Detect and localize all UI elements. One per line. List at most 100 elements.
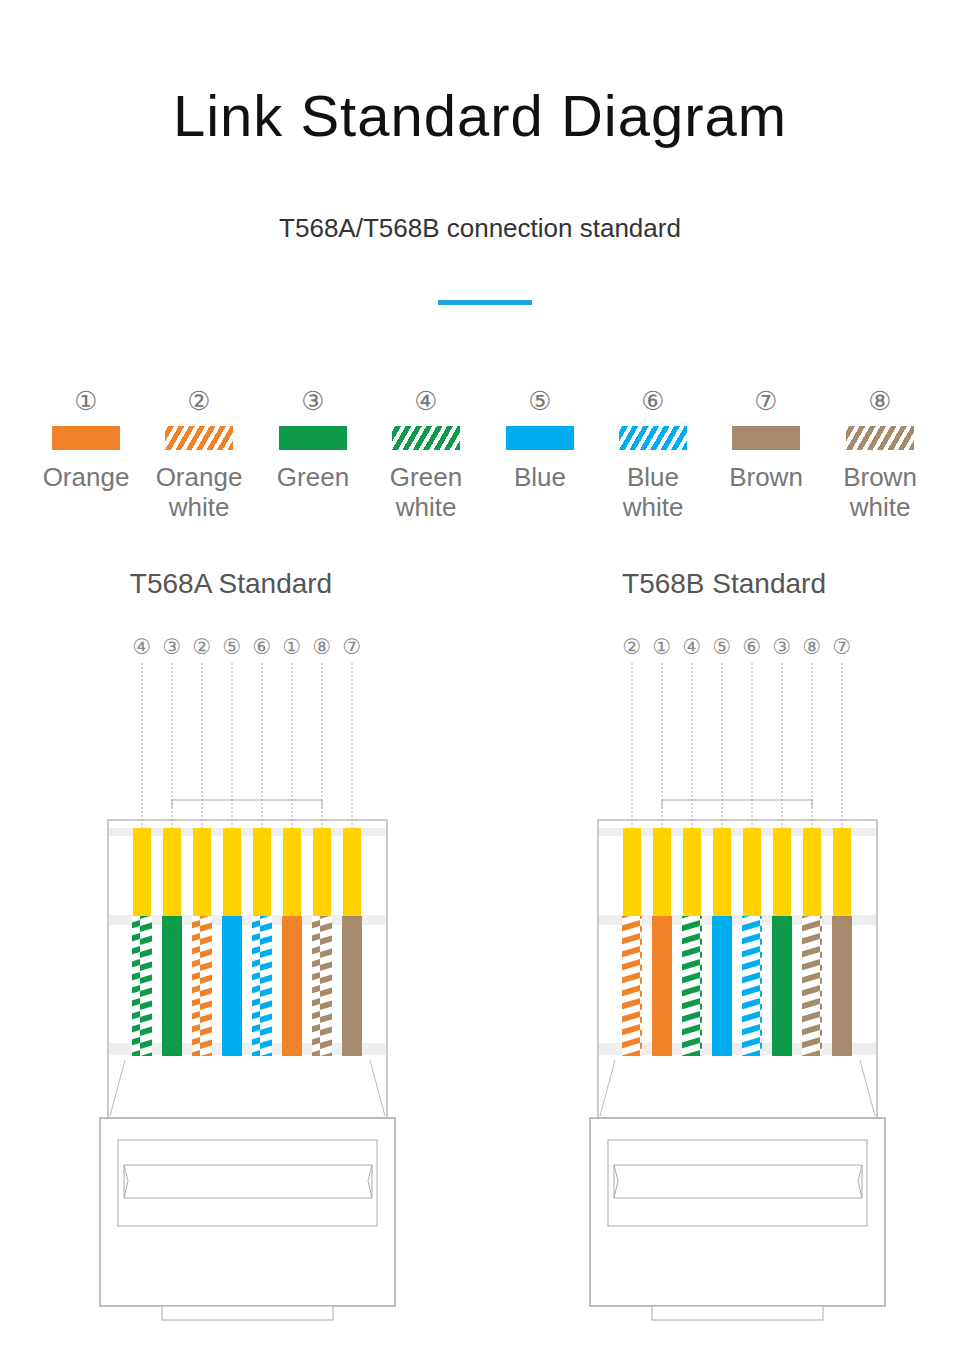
legend-label: Orange <box>31 462 141 492</box>
wire-core <box>682 916 702 1056</box>
gold-pin <box>773 828 791 916</box>
gold-pin <box>223 828 241 916</box>
callout-number: ⑧ <box>313 637 332 658</box>
callout-number: ③ <box>773 637 792 658</box>
color-swatch <box>52 426 120 450</box>
legend-number: ③ <box>301 386 324 416</box>
leader-line <box>292 663 293 828</box>
legend-label: Green <box>258 462 368 492</box>
color-swatch <box>506 426 574 450</box>
legend-label: Orange white <box>144 462 254 522</box>
callout-number: ⑤ <box>223 637 242 658</box>
gold-pin <box>653 828 671 916</box>
gold-pin <box>683 828 701 916</box>
legend-number: ⑥ <box>641 386 664 416</box>
leader-lines <box>142 663 842 828</box>
legend-item: Brown <box>711 426 821 492</box>
leader-line <box>262 663 263 828</box>
color-swatch <box>619 426 687 450</box>
gold-pin <box>133 828 151 916</box>
wire-core <box>622 916 642 1056</box>
legend-item: Brown white <box>825 426 935 522</box>
legend-item: Green white <box>371 426 481 522</box>
legend-number: ⑦ <box>754 386 777 416</box>
legend-number: ① <box>74 386 97 416</box>
leader-line <box>632 663 633 828</box>
callout-number: ④ <box>683 637 702 658</box>
legend-item: Blue <box>485 426 595 492</box>
wire-core <box>162 916 182 1056</box>
wire-core <box>772 916 792 1056</box>
legend-label: Brown <box>711 462 821 492</box>
gold-pin <box>163 828 181 916</box>
wire-core <box>652 916 672 1056</box>
leader-line <box>692 663 693 828</box>
wire-core <box>252 916 272 1056</box>
gold-pin <box>313 828 331 916</box>
legend-number: ② <box>187 386 210 416</box>
callout-number: ② <box>193 637 212 658</box>
color-swatch <box>732 426 800 450</box>
callout-number: ⑦ <box>833 637 852 658</box>
wire-core <box>832 916 852 1056</box>
page-title: Link Standard Diagram <box>0 82 960 149</box>
color-swatch <box>279 426 347 450</box>
gold-pin <box>743 828 761 916</box>
subtitle: T568A/T568B connection standard <box>279 213 681 244</box>
leader-line <box>782 663 783 828</box>
callout-number: ② <box>623 637 642 658</box>
standard-heading: T568B Standard <box>569 568 879 600</box>
gold-pin <box>803 828 821 916</box>
color-swatch <box>392 426 460 450</box>
callout-number: ④ <box>133 637 152 658</box>
legend-number: ⑧ <box>868 386 891 416</box>
legend-item: Green <box>258 426 368 492</box>
gold-pin <box>713 828 731 916</box>
wire-core <box>342 916 362 1056</box>
leader-line <box>202 663 203 828</box>
legend-label: Blue <box>485 462 595 492</box>
legend-label: Brown white <box>825 462 935 522</box>
legend-item: Orange <box>31 426 141 492</box>
legend-number: ⑤ <box>528 386 551 416</box>
leader-line <box>322 663 323 828</box>
leader-line <box>142 663 143 828</box>
leader-line <box>722 663 723 828</box>
callout-number: ⑥ <box>743 637 762 658</box>
callout-number: ⑤ <box>713 637 732 658</box>
wire-core <box>742 916 762 1056</box>
wire-core <box>132 916 152 1056</box>
gold-pin <box>193 828 211 916</box>
gold-pin <box>623 828 641 916</box>
wire-core <box>222 916 242 1056</box>
legend-label: Green white <box>371 462 481 522</box>
rj45-connector <box>100 800 395 1320</box>
leader-line <box>662 663 663 828</box>
legend-item: Orange white <box>144 426 254 522</box>
leader-line <box>812 663 813 828</box>
accent-bar <box>438 300 532 305</box>
callout-number: ③ <box>163 637 182 658</box>
gold-pin <box>343 828 361 916</box>
callout-number: ① <box>653 637 672 658</box>
gold-pin <box>283 828 301 916</box>
callout-number: ① <box>283 637 302 658</box>
wire-core <box>712 916 732 1056</box>
connector-standard: T568B Standard <box>569 568 879 600</box>
rj45-connector <box>590 800 885 1320</box>
color-swatch <box>165 426 233 450</box>
connector-standard: T568A Standard <box>76 568 386 600</box>
callout-number: ⑥ <box>253 637 272 658</box>
wire-core <box>312 916 332 1056</box>
callout-number: ⑧ <box>803 637 822 658</box>
leader-line <box>752 663 753 828</box>
leader-line <box>232 663 233 828</box>
wire-core <box>192 916 212 1056</box>
standard-heading: T568A Standard <box>76 568 386 600</box>
callout-number: ⑦ <box>343 637 362 658</box>
legend-label: Blue white <box>598 462 708 522</box>
wire-core <box>282 916 302 1056</box>
legend-number: ④ <box>414 386 437 416</box>
leader-line <box>842 663 843 828</box>
